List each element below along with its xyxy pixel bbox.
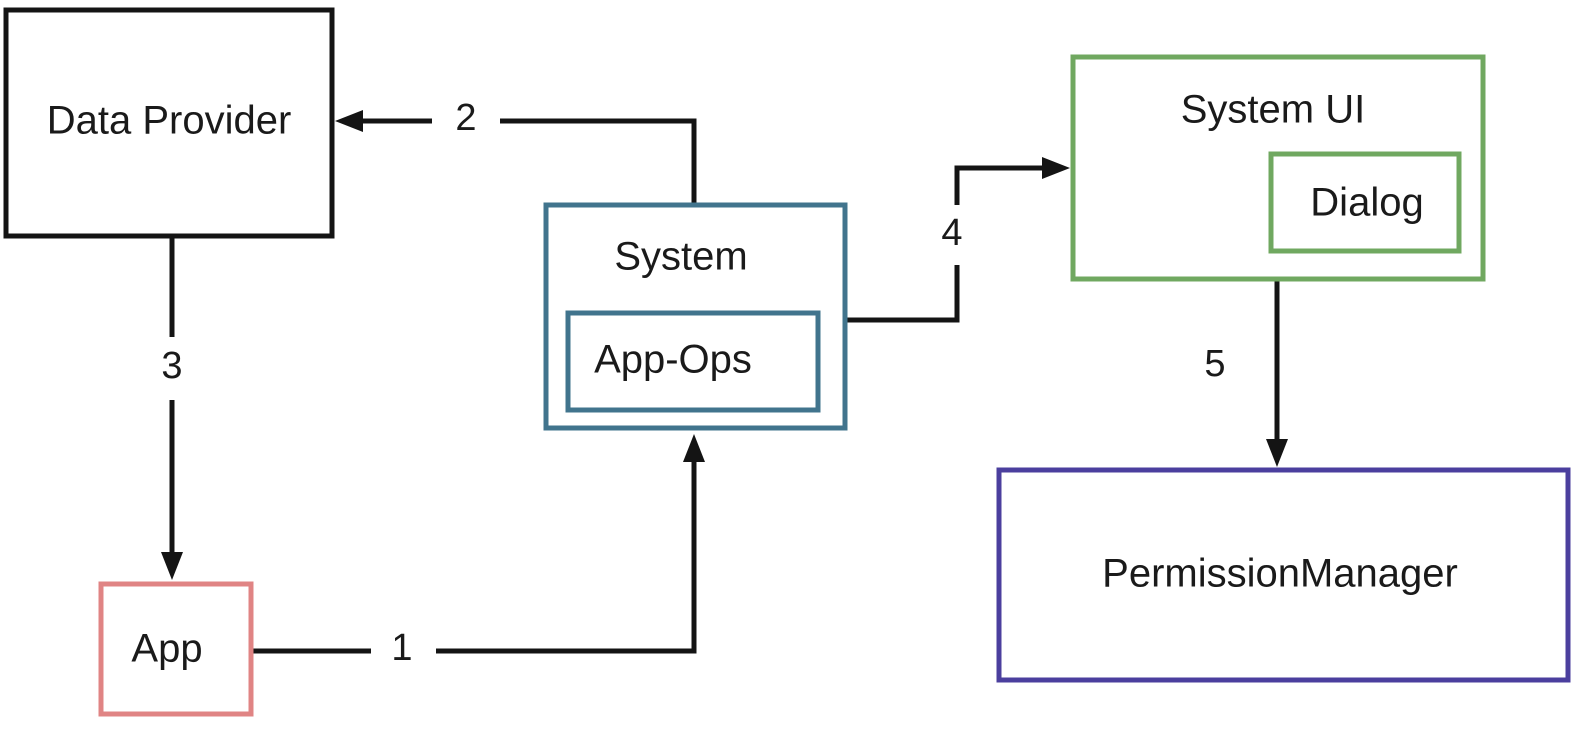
app-label: App	[131, 627, 202, 671]
edge-3-data-provider-to-app[interactable]: 3	[161, 236, 183, 580]
dialog-label: Dialog	[1310, 181, 1423, 225]
edge-4-segment-b	[954, 165, 1045, 205]
edge-2-arrowhead-icon	[335, 110, 363, 132]
edge-5-arrowhead-icon	[1266, 439, 1288, 467]
node-app[interactable]: App	[98, 581, 254, 717]
permission-manager-label: PermissionManager	[1102, 552, 1458, 596]
system-ui-label: System UI	[1181, 88, 1365, 132]
node-dialog[interactable]: Dialog	[1268, 151, 1462, 254]
node-app-ops[interactable]: App-Ops	[565, 310, 821, 413]
edge-3-arrowhead-icon	[161, 552, 183, 580]
edge-5-label: 5	[1204, 343, 1225, 385]
edge-1-label: 1	[391, 627, 412, 669]
edges-layer: 1 2 3 4 5	[161, 97, 1288, 669]
edge-2-system-to-data-provider[interactable]: 2	[335, 97, 697, 205]
data-provider-box	[3, 7, 335, 239]
edge-5-system-ui-to-permission-manager[interactable]: 5	[1204, 280, 1288, 467]
node-permission-manager[interactable]: PermissionManager	[996, 467, 1571, 683]
dialog-box	[1268, 151, 1462, 254]
edge-1-arrowhead-icon	[683, 434, 705, 462]
system-label: System	[614, 235, 747, 279]
node-data-provider[interactable]: Data Provider	[3, 7, 335, 239]
edge-4-system-to-system-ui[interactable]: 4	[845, 157, 1070, 323]
edge-1-app-to-system[interactable]: 1	[251, 434, 705, 669]
permission-manager-box	[996, 467, 1571, 683]
edge-4-arrowhead-icon	[1042, 157, 1070, 179]
data-provider-label: Data Provider	[47, 99, 292, 143]
edge-4-label: 4	[941, 212, 962, 254]
nodes-layer: Data Provider System App-Ops System UI D…	[3, 7, 1571, 717]
edge-4-segment-a	[845, 265, 960, 323]
edge-3-label: 3	[161, 345, 182, 387]
edge-2-segment-a	[500, 118, 697, 205]
app-ops-label: App-Ops	[594, 338, 752, 382]
edge-1-segment-b	[436, 448, 697, 654]
edge-2-label: 2	[455, 97, 476, 139]
app-ops-box	[565, 310, 821, 413]
app-box	[98, 581, 254, 717]
